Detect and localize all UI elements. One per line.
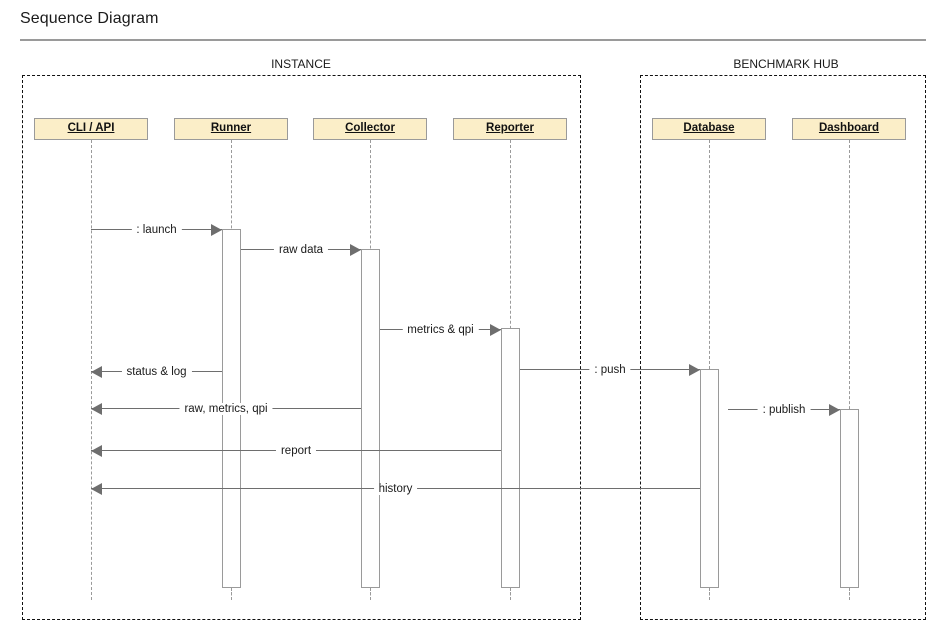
msg-raw-metrics-qpi-arrowhead — [91, 402, 102, 415]
page-title: Sequence Diagram — [20, 10, 159, 27]
msg-launch-label: : launch — [131, 223, 182, 236]
participant-label-cli-api: CLI / API — [67, 122, 115, 134]
lifeline-dashboard — [849, 140, 850, 600]
msg-report-arrowhead — [91, 444, 102, 457]
lifeline-stub-database — [709, 588, 710, 600]
msg-status-log-label: status & log — [121, 365, 192, 378]
msg-raw-data-label: raw data — [273, 243, 329, 256]
lifeline-stub-collector — [370, 588, 371, 600]
msg-raw-metrics-qpi-label: raw, metrics, qpi — [179, 402, 273, 415]
msg-history-arrowhead — [91, 482, 102, 495]
participant-database[interactable]: Database — [652, 118, 766, 140]
msg-history-label: history — [373, 482, 418, 495]
msg-status-log-arrowhead — [91, 365, 102, 378]
participant-reporter[interactable]: Reporter — [453, 118, 567, 140]
participant-collector[interactable]: Collector — [313, 118, 427, 140]
partition-instance — [22, 75, 581, 620]
participant-runner[interactable]: Runner — [174, 118, 288, 140]
msg-raw-data-arrowhead — [350, 243, 361, 256]
participant-dashboard[interactable]: Dashboard — [792, 118, 906, 140]
msg-push-label: : push — [589, 363, 631, 376]
participant-label-dashboard: Dashboard — [818, 122, 880, 134]
lifeline-stub-runner — [231, 588, 232, 600]
msg-metrics-qpi-arrowhead — [490, 323, 501, 336]
participant-label-database: Database — [683, 122, 735, 134]
title-divider — [20, 39, 926, 41]
participant-label-reporter: Reporter — [486, 122, 534, 134]
activation-bar-database[interactable] — [700, 369, 719, 588]
msg-publish-label: : publish — [757, 403, 811, 416]
msg-publish-arrowhead — [829, 403, 840, 416]
lifeline-stub-dashboard — [849, 588, 850, 600]
partition-label-instance: INSTANCE — [271, 57, 331, 71]
participant-cli-api[interactable]: CLI / API — [34, 118, 148, 140]
msg-report-label: report — [275, 444, 317, 457]
partition-label-benchmark-hub: BENCHMARK HUB — [733, 57, 839, 71]
msg-push-arrowhead — [689, 363, 700, 376]
msg-launch-arrowhead — [211, 223, 222, 236]
partition-benchmark-hub — [640, 75, 926, 620]
activation-bar-dashboard[interactable] — [840, 409, 859, 588]
activation-bar-collector[interactable] — [361, 249, 380, 588]
activation-bar-reporter[interactable] — [501, 328, 520, 588]
participant-label-collector: Collector — [345, 122, 395, 134]
participant-label-runner: Runner — [210, 122, 252, 134]
lifeline-stub-reporter — [510, 588, 511, 600]
msg-metrics-qpi-label: metrics & qpi — [402, 323, 479, 336]
